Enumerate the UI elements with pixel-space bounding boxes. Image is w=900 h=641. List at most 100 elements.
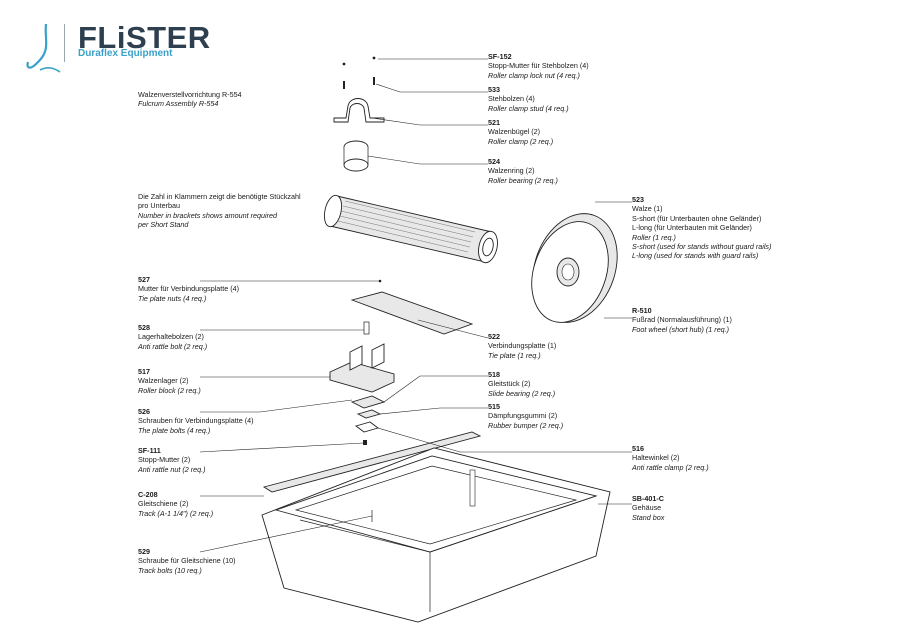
part-code: SF-111	[138, 446, 161, 455]
roller-block	[329, 343, 395, 393]
part-label-516: 516 Haltewinkel (2) Anti rattle clamp (2…	[632, 444, 709, 472]
part-label-527: 527 Mutter für Verbindungsplatte (4) Tie…	[138, 275, 239, 303]
part-name-en: Rubber bumper (2 req.)	[488, 420, 564, 430]
part-name-en: Anti rattle nut (2 req.)	[138, 464, 206, 474]
part-variant-long-en: L-long (used for stands with guard rails…	[632, 251, 759, 261]
part-name-de: Verbindungsplatte (1)	[488, 341, 557, 351]
part-name-en: Roller (1 req.)	[632, 232, 676, 242]
part-name-de: Schraube für Gleitschiene (10)	[138, 556, 236, 566]
part-name-de: Stopp-Mutter (2)	[138, 455, 191, 465]
part-label-r510: R-510 Fußrad (Normalausführung) (1) Foot…	[632, 306, 732, 334]
note-en-line1: Number in brackets shows amount required	[138, 210, 278, 220]
part-label-521: 521 Walzenbügel (2) Roller clamp (2 req.…	[488, 118, 553, 146]
part-label-529: 529 Schraube für Gleitschiene (10) Track…	[138, 547, 235, 575]
note-de-line1: Die Zahl in Klammern zeigt die benötigte…	[138, 192, 301, 201]
assembly-title-en: Fulcrum Assembly R-554	[138, 99, 219, 109]
quantity-note: Die Zahl in Klammern zeigt die benötigte…	[138, 192, 301, 230]
part-code: R-510	[632, 306, 652, 315]
part-name-en: Track bolts (10 req.)	[138, 565, 202, 575]
part-name-de: Fußrad (Normalausführung) (1)	[632, 315, 732, 325]
part-variant-short-de: S-short (für Unterbauten ohne Geländer)	[632, 213, 762, 223]
part-name-de: Haltewinkel (2)	[632, 453, 680, 463]
brand-name: FLiSTER	[78, 20, 211, 55]
logo-divider	[64, 24, 65, 62]
part-code: 533	[488, 85, 500, 94]
part-name-de: Walzenlager (2)	[138, 376, 189, 386]
part-name-de: Stopp-Mutter für Stehbolzen (4)	[488, 61, 589, 71]
tie-plate	[350, 291, 474, 335]
part-label-522: 522 Verbindungsplatte (1) Tie plate (1 r…	[488, 332, 556, 360]
part-label-515: 515 Dämpfungsgummi (2) Rubber bumper (2 …	[488, 402, 563, 430]
part-code: 529	[138, 547, 150, 556]
part-name-de: Walze (1)	[632, 204, 663, 214]
part-code: C-208	[138, 490, 158, 499]
part-code: 515	[488, 402, 500, 411]
note-en-line2: per Short Stand	[138, 220, 189, 230]
part-name-en: Foot wheel (short hub) (1 req.)	[632, 324, 730, 334]
part-name-de: Walzenring (2)	[488, 166, 535, 176]
part-name-en: Slide bearing (2 req.)	[488, 388, 556, 398]
assembly-title-de: Walzenverstellvorrichtung R-554	[138, 90, 242, 99]
roller-bearing-ring	[343, 140, 369, 172]
part-name-de: Stehbolzen (4)	[488, 94, 535, 104]
part-label-517: 517 Walzenlager (2) Roller block (2 req.…	[138, 367, 201, 395]
part-code: 527	[138, 275, 150, 284]
leader-lines	[199, 58, 632, 553]
track-rail	[262, 431, 482, 493]
part-name-de: Schrauben für Verbindungsplatte (4)	[138, 416, 254, 426]
part-code: SF-152	[488, 52, 512, 61]
part-name-en: Roller bearing (2 req.)	[488, 175, 558, 185]
roller-clamp	[333, 98, 385, 123]
anti-rattle-clamp	[355, 421, 379, 433]
part-name-de: Gehäuse	[632, 503, 662, 513]
part-name-en: Anti rattle clamp (2 req.)	[632, 462, 709, 472]
slide-bearing	[350, 395, 386, 409]
roller-cylinder	[323, 194, 498, 264]
brand-swirl-icon	[26, 23, 61, 73]
part-label-524: 524 Walzenring (2) Roller bearing (2 req…	[488, 157, 558, 185]
part-name-de: Dämpfungsgummi (2)	[488, 411, 558, 421]
part-code: 526	[138, 407, 150, 416]
anti-rattle-bolt	[363, 321, 370, 335]
part-label-sf152: SF-152 Stopp-Mutter für Stehbolzen (4) R…	[488, 52, 589, 80]
part-code: 516	[632, 444, 644, 453]
part-label-528: 528 Lagerhaltebolzen (2) Anti rattle bol…	[138, 323, 207, 351]
part-code: 521	[488, 118, 500, 127]
part-label-518: 518 Gleitstück (2) Slide bearing (2 req.…	[488, 370, 555, 398]
part-code: 524	[488, 157, 500, 166]
part-name-de: Lagerhaltebolzen (2)	[138, 332, 204, 342]
part-name-en: Roller block (2 req.)	[138, 385, 201, 395]
part-name-en: Roller clamp stud (4 req.)	[488, 103, 569, 113]
assembly-title: Walzenverstellvorrichtung R-554 Fulcrum …	[138, 90, 242, 109]
part-code: 517	[138, 367, 150, 376]
part-name-en: Tie plate nuts (4 req.)	[138, 293, 207, 303]
part-name-en: Stand box	[632, 512, 665, 522]
clamp-studs	[343, 77, 375, 89]
part-label-533: 533 Stehbolzen (4) Roller clamp stud (4 …	[488, 85, 569, 113]
part-label-c208: C-208 Gleitschiene (2) Track (A-1 1/4") …	[138, 490, 213, 518]
part-name-en: Roller clamp (2 req.)	[488, 136, 554, 146]
part-name-en: Tie plate (1 req.)	[488, 350, 541, 360]
part-code: 528	[138, 323, 150, 332]
brand-logo: FLiSTER Duraflex Equipment	[22, 20, 222, 80]
part-name-de: Gleitschiene (2)	[138, 499, 189, 509]
stand-box	[261, 447, 611, 623]
foot-wheel	[531, 213, 618, 323]
part-code: 522	[488, 332, 500, 341]
part-variant-short-en: S-short (used for stands without guard r…	[632, 242, 772, 252]
part-name-en: Anti rattle bolt (2 req.)	[138, 341, 208, 351]
note-de-line2: pro Unterbau	[138, 201, 180, 211]
part-name-en: Track (A-1 1/4") (2 req.)	[138, 508, 214, 518]
part-name-de: Mutter für Verbindungsplatte (4)	[138, 284, 240, 294]
part-variant-long-de: L-long (für Unterbauten mit Geländer)	[632, 223, 752, 233]
part-name-en: Roller clamp lock nut (4 req.)	[488, 70, 580, 80]
part-code: 518	[488, 370, 500, 379]
anti-rattle-nut	[363, 440, 367, 445]
part-label-sf111: SF-111 Stopp-Mutter (2) Anti rattle nut …	[138, 446, 206, 474]
part-code: 523	[632, 195, 644, 204]
part-code: SB-401-C	[632, 494, 664, 503]
part-label-sb401c: SB-401-C Gehäuse Stand box	[632, 494, 664, 522]
rubber-bumper	[356, 409, 382, 419]
brand-tagline: Duraflex Equipment	[78, 48, 173, 59]
